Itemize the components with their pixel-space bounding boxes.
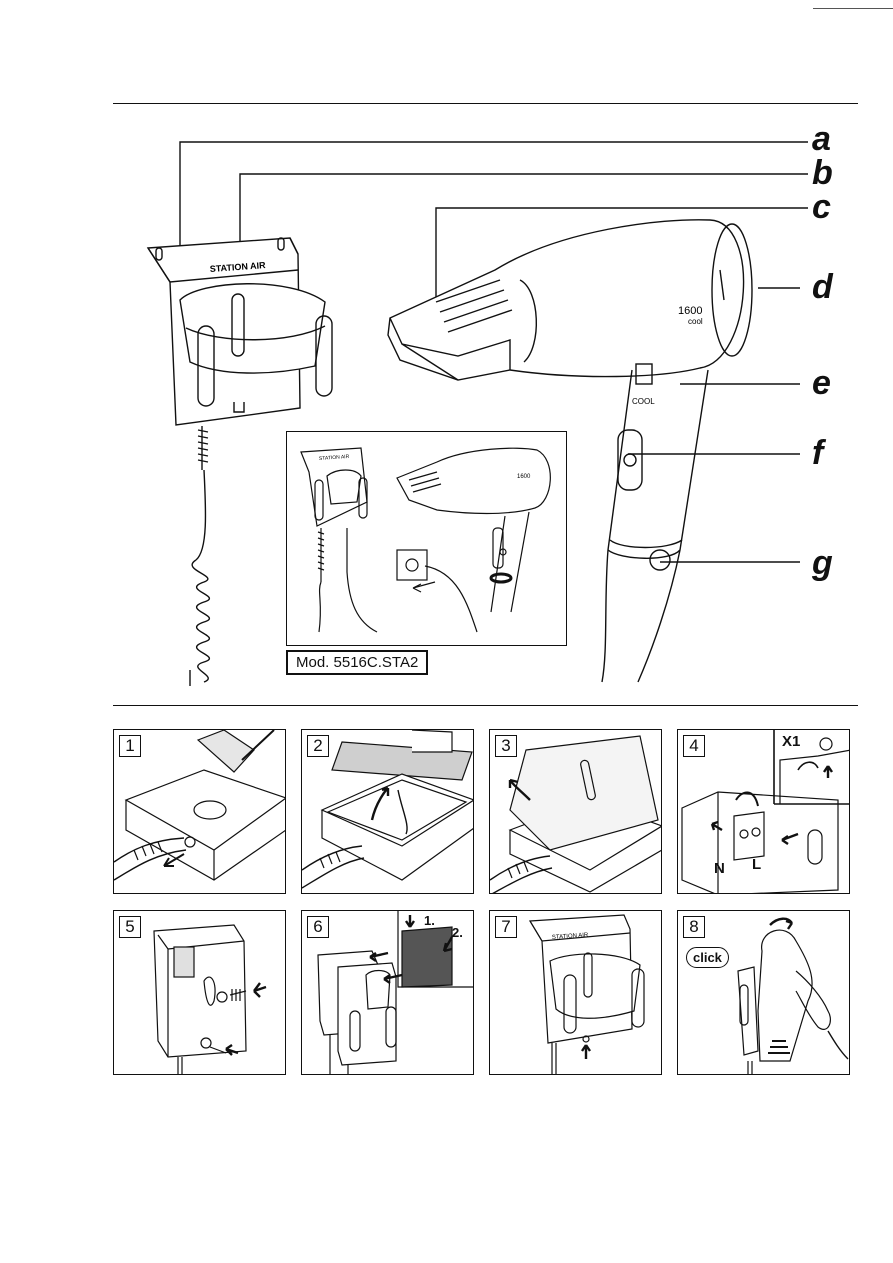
- part-label-b: b: [812, 154, 833, 192]
- step-5-panel: 5: [113, 910, 286, 1075]
- step-7-illustration: STATION AIR: [528, 914, 645, 1074]
- step-6-panel: 6 1. 2.: [301, 910, 474, 1075]
- step-3-panel: 3: [489, 729, 662, 894]
- model-inset-figure: STATION AIR 1600: [286, 431, 567, 646]
- dryer-power-text: 1600: [678, 305, 702, 317]
- step-1-panel: 1: [113, 729, 286, 894]
- step-8-illustration: [737, 917, 849, 1074]
- step-6-illustration: [317, 911, 473, 1074]
- step-4-panel: 4 X1 N L: [677, 729, 850, 894]
- part-label-a: a: [812, 120, 831, 158]
- hair-dryer-station-illustration: STATION AIR 1600 cool COOL: [146, 141, 808, 686]
- step-7-holder-brand-text: STATION AIR: [552, 932, 589, 941]
- holder-brand-text: STATION AIR: [209, 260, 266, 274]
- step-number: 1: [119, 735, 141, 757]
- step-2-panel: 2: [301, 729, 474, 894]
- step-number: 5: [119, 916, 141, 938]
- top-divider: [113, 103, 858, 104]
- part-label-e: e: [812, 364, 831, 402]
- wall-holder-drawing: [146, 237, 333, 686]
- inset-illustration: STATION AIR 1600: [300, 447, 551, 633]
- terminal-x1-label: X1: [782, 733, 801, 750]
- part-label-c: c: [812, 188, 831, 226]
- part-label-f: f: [812, 434, 824, 472]
- step-number: 6: [307, 916, 329, 938]
- step-7-panel: 7 STATION AIR: [489, 910, 662, 1075]
- inset-holder-brand-text: STATION AIR: [319, 454, 350, 462]
- neutral-label: N: [714, 860, 725, 877]
- step-number: 2: [307, 735, 329, 757]
- step-2-illustration: [302, 730, 473, 889]
- step-6-tag-1: 1.: [424, 913, 435, 928]
- step-number: 8: [683, 916, 705, 938]
- model-label: Mod. 5516C.STA2: [286, 650, 429, 675]
- inset-dryer-power-text: 1600: [517, 474, 531, 480]
- part-label-g: g: [812, 544, 833, 582]
- leader-c: [435, 207, 808, 310]
- middle-divider: [113, 705, 858, 706]
- click-callout: click: [686, 947, 729, 968]
- corner-rule: [813, 8, 893, 9]
- step-6-tag-2: 2.: [452, 925, 463, 940]
- step-1-illustration: [114, 730, 285, 881]
- part-label-d: d: [812, 268, 833, 306]
- switch-label: COOL: [632, 397, 655, 406]
- step-4-illustration: [681, 730, 849, 893]
- step-number: 4: [683, 735, 705, 757]
- step-3-illustration: [490, 735, 661, 893]
- step-8-panel: 8 click: [677, 910, 850, 1075]
- hair-dryer-drawing: [387, 219, 753, 683]
- leader-a: [179, 141, 808, 260]
- step-number: 3: [495, 735, 517, 757]
- dryer-mode-text: cool: [688, 317, 703, 326]
- step-number: 7: [495, 916, 517, 938]
- live-label: L: [752, 856, 762, 873]
- step-5-illustration: [153, 924, 267, 1074]
